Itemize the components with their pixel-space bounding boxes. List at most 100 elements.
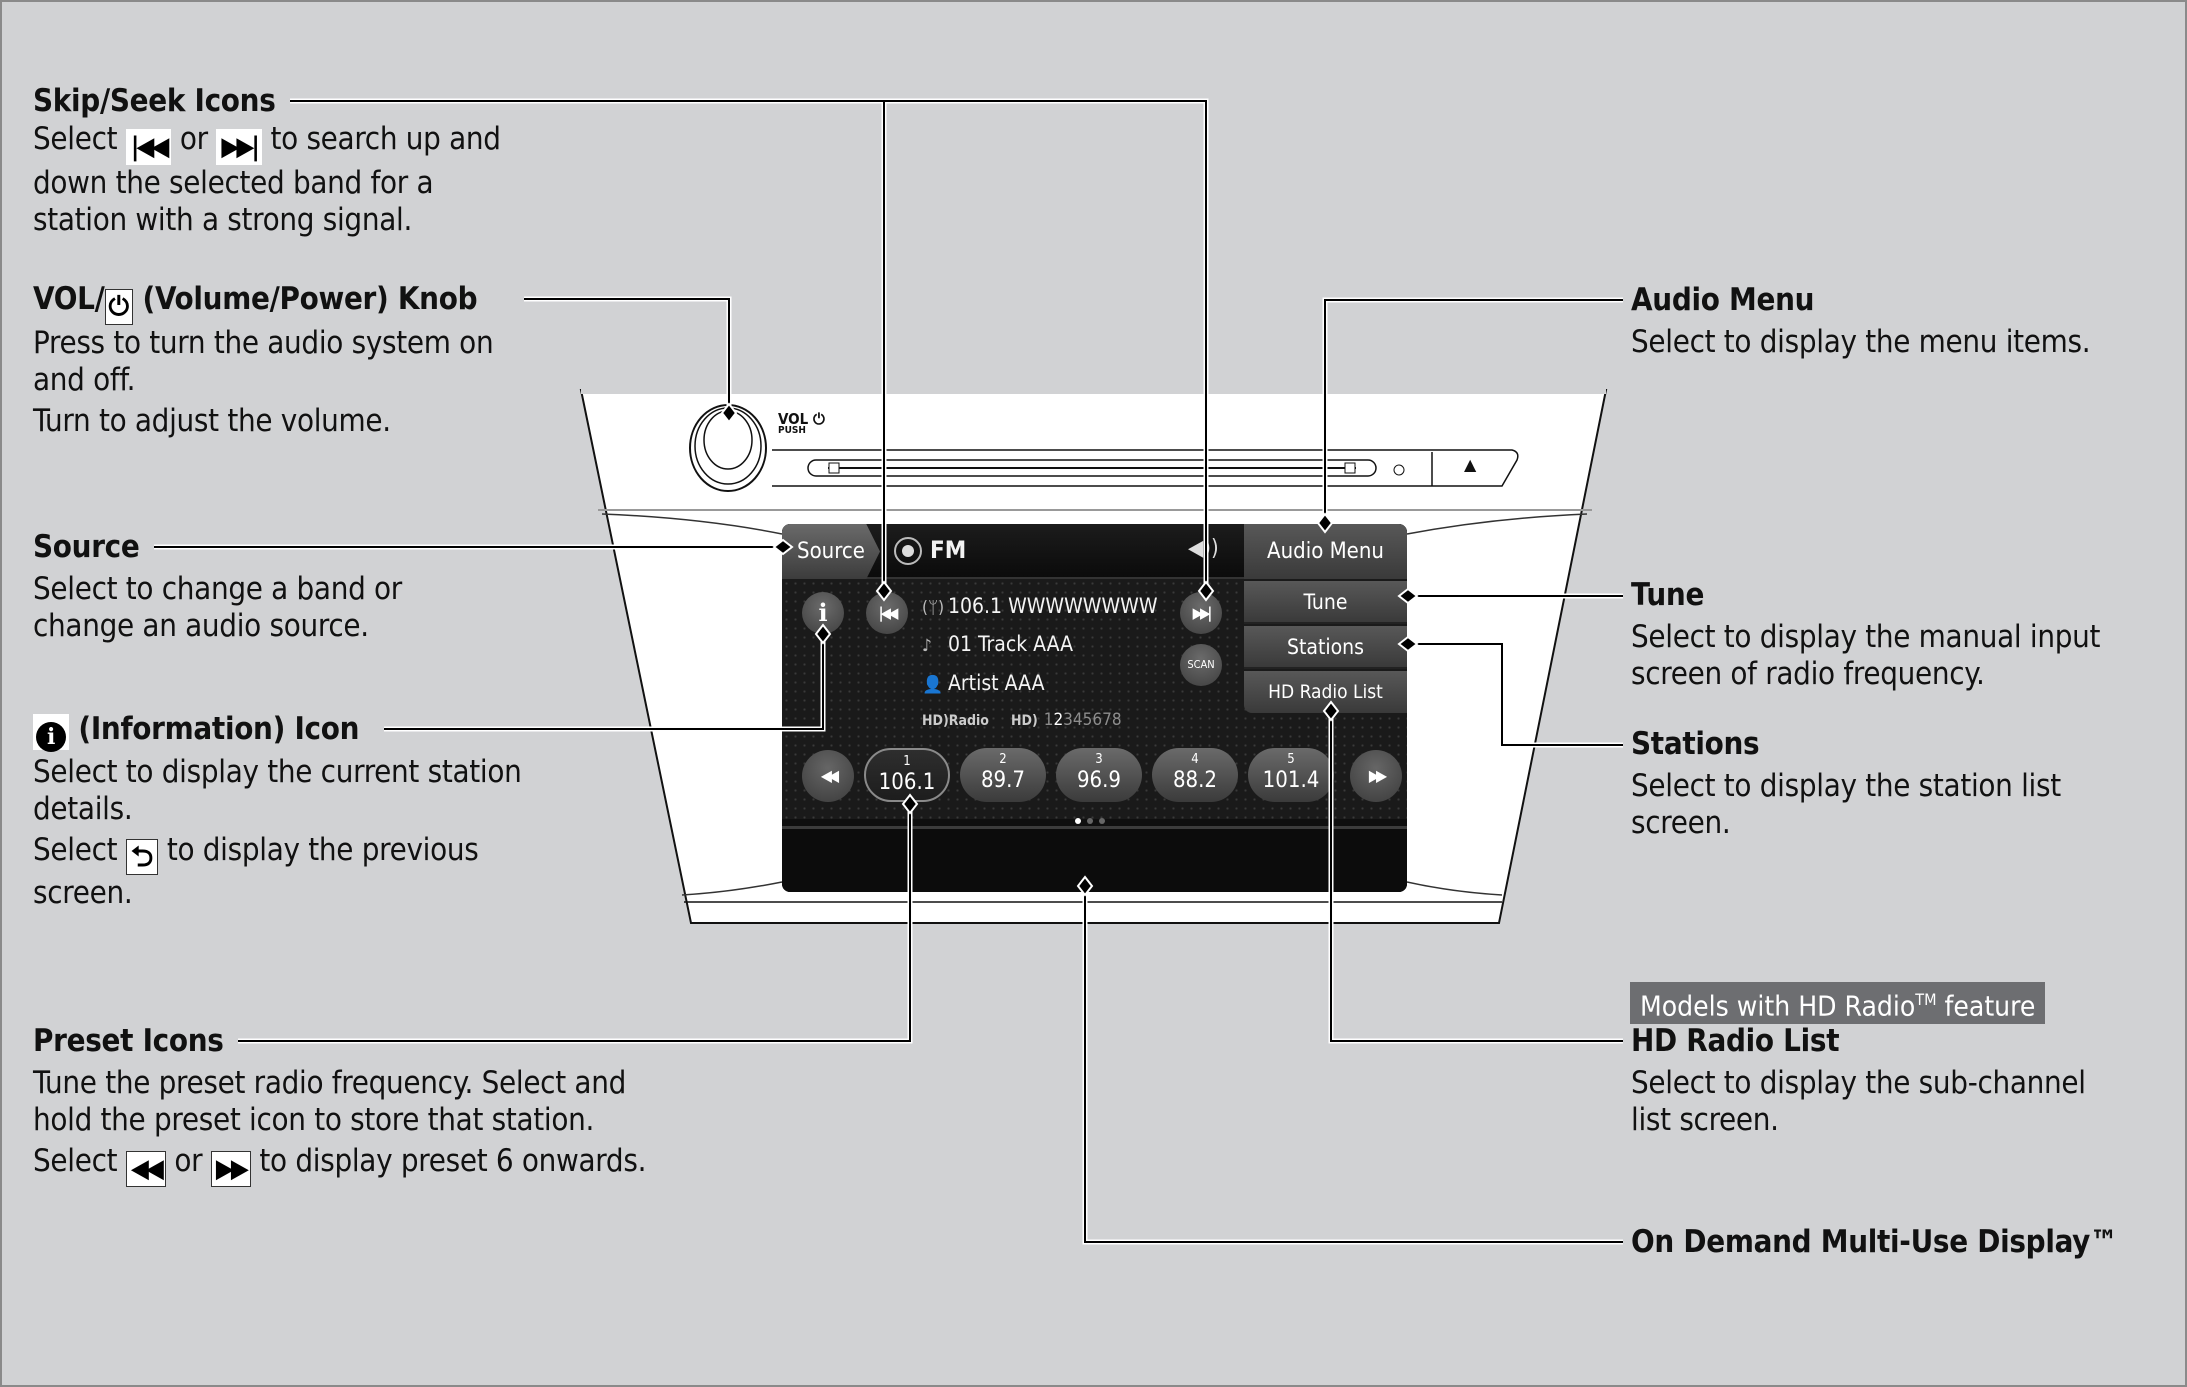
text: VOL/ [33, 281, 105, 317]
hd-channel-list[interactable]: 12345678 [1043, 710, 1122, 730]
hd-icon: HD) [1010, 713, 1038, 729]
scan-button[interactable]: SCAN [1180, 644, 1222, 686]
hd-channel-3[interactable]: 3 [1063, 710, 1073, 730]
preset-frequency: 88.2 [1172, 768, 1218, 793]
hd-channel-8[interactable]: 8 [1111, 710, 1122, 730]
power-icon: ⏻ [104, 289, 134, 325]
preset-frequency: 96.9 [1076, 768, 1122, 793]
preset-forward-button[interactable]: ▶▶ [1350, 750, 1402, 802]
stations-button[interactable]: Stations [1244, 626, 1407, 669]
hd-radio-row: HD)Radio HD) 12345678 [922, 710, 1122, 730]
hd-channel-2[interactable]: 2 [1053, 710, 1064, 730]
multi-use-display-title: On Demand Multi-Use Display™ [1631, 1224, 2118, 1260]
leader-multi-use [1084, 886, 1623, 1243]
hd-channel-1[interactable]: 1 [1043, 710, 1054, 730]
music-note-icon: ♪ [922, 636, 932, 656]
info-icon[interactable]: i [802, 592, 844, 634]
rewind-icon: ◀◀ [125, 1151, 166, 1187]
eject-icon[interactable]: ▲ [1464, 455, 1477, 474]
hd-channel-5[interactable]: 5 [1082, 710, 1093, 730]
hd-channel-7[interactable]: 7 [1102, 710, 1112, 730]
text: to display preset 6 onwards. [259, 1143, 647, 1179]
skip-forward-button[interactable]: ▶▶| [1180, 592, 1222, 634]
text: screen. [33, 875, 133, 911]
text: (Volume/Power) Knob [142, 281, 478, 317]
hd-radio-logo: HD)Radio [922, 713, 989, 729]
text: list screen. [1631, 1102, 1779, 1138]
hd-channel-4[interactable]: 4 [1072, 710, 1083, 730]
fast-forward-icon: ▶▶ [210, 1151, 251, 1187]
back-icon: ⮌ [125, 839, 159, 875]
text: to display the previous [166, 832, 479, 868]
track-info-row: ♪ 01 Track AAA [922, 632, 1073, 656]
antenna-icon: (ᛘ) [922, 598, 945, 618]
hd-radio-models-badge: Models with HD RadioTM feature [1630, 982, 2046, 1025]
skip-back-button[interactable]: |◀◀ [866, 592, 908, 634]
callout-preset: Preset Icons Tune the preset radio frequ… [33, 1021, 646, 1187]
skip-forward-icon: ▶▶ [1192, 604, 1211, 622]
preset-page-indicator [1075, 809, 1111, 828]
text: to search up and [270, 121, 502, 157]
callout-multi-use-display: On Demand Multi-Use Display™ [1631, 1222, 2118, 1262]
info-title: i (Information) Icon [33, 709, 521, 752]
text: details. [33, 791, 133, 827]
on-demand-multi-use-display[interactable] [782, 826, 1407, 892]
preset-number: 1 [903, 754, 911, 769]
callout-tune: Tune Select to display the manual input … [1631, 575, 2100, 693]
source-title: Source [33, 529, 140, 565]
audio-menu-button[interactable]: Audio Menu [1244, 524, 1407, 579]
preset-number: 4 [1191, 752, 1199, 767]
text: Press to turn the audio system on [33, 325, 494, 361]
skip-seek-description: Select |◀◀ or ▶▶| to search up and down … [33, 121, 501, 239]
callout-hd-radio-list: HD Radio List Select to display the sub-… [1631, 1021, 2086, 1139]
hd-channel-6[interactable]: 6 [1092, 710, 1103, 730]
text: down the selected band for a [33, 165, 434, 201]
callout-source: Source Select to change a band or change… [33, 527, 402, 645]
hd-radio-list-title: HD Radio List [1631, 1023, 1840, 1059]
volume-knob[interactable] [689, 404, 767, 492]
tune-button[interactable]: Tune [1244, 581, 1407, 624]
source-button[interactable]: Source [782, 524, 880, 579]
trademark: TM [1915, 990, 1937, 1009]
preset-title: Preset Icons [33, 1023, 224, 1059]
text: Select to change a band or [33, 571, 402, 607]
tune-description: Select to display the manual input scree… [1631, 619, 2100, 693]
callout-vol-knob: VOL/⏻ (Volume/Power) Knob Press to turn … [33, 279, 494, 440]
info-icon: i [36, 722, 66, 752]
text: Models with HD Radio [1640, 989, 1916, 1023]
push-text: PUSH [778, 425, 806, 436]
preset-frequency: 89.7 [980, 768, 1026, 793]
band-label: FM [930, 536, 967, 564]
vol-knob-description: Press to turn the audio system on and of… [33, 325, 494, 440]
preset-rewind-button[interactable]: ◀◀ [802, 750, 854, 802]
page-dot [1075, 818, 1081, 824]
cd-slot [772, 449, 1519, 487]
speaker-icon: ◀)) [1188, 536, 1219, 561]
leader-vol-knob [524, 298, 730, 412]
skip-back-icon: |◀◀ [125, 129, 172, 165]
text: Select to display the current station [33, 754, 522, 790]
track-name: 01 Track AAA [948, 632, 1074, 656]
text: Select [33, 121, 118, 157]
callout-skip-seek: Skip/Seek Icons Select |◀◀ or ▶▶| to sea… [33, 81, 501, 239]
text: or [179, 121, 208, 157]
text: feature [1936, 989, 2036, 1023]
text: Select to display the manual input [1631, 619, 2101, 655]
audio-menu-description: Select to display the menu items. [1631, 324, 2091, 360]
info-description: Select to display the current station de… [33, 754, 522, 912]
leader-audio-menu [1324, 299, 1623, 522]
text: Select to display the station list [1631, 768, 2061, 804]
hd-radio-list-button[interactable]: HD Radio List [1244, 671, 1407, 713]
source-description: Select to change a band or change an aud… [33, 571, 402, 645]
preset-frequency: 101.4 [1262, 768, 1320, 793]
faceplate-top-gap [581, 388, 1606, 394]
callout-stations: Stations Select to display the station l… [1631, 724, 2061, 842]
artist-icon: 👤 [922, 675, 944, 695]
skip-forward-icon: ▶▶| [216, 129, 262, 165]
